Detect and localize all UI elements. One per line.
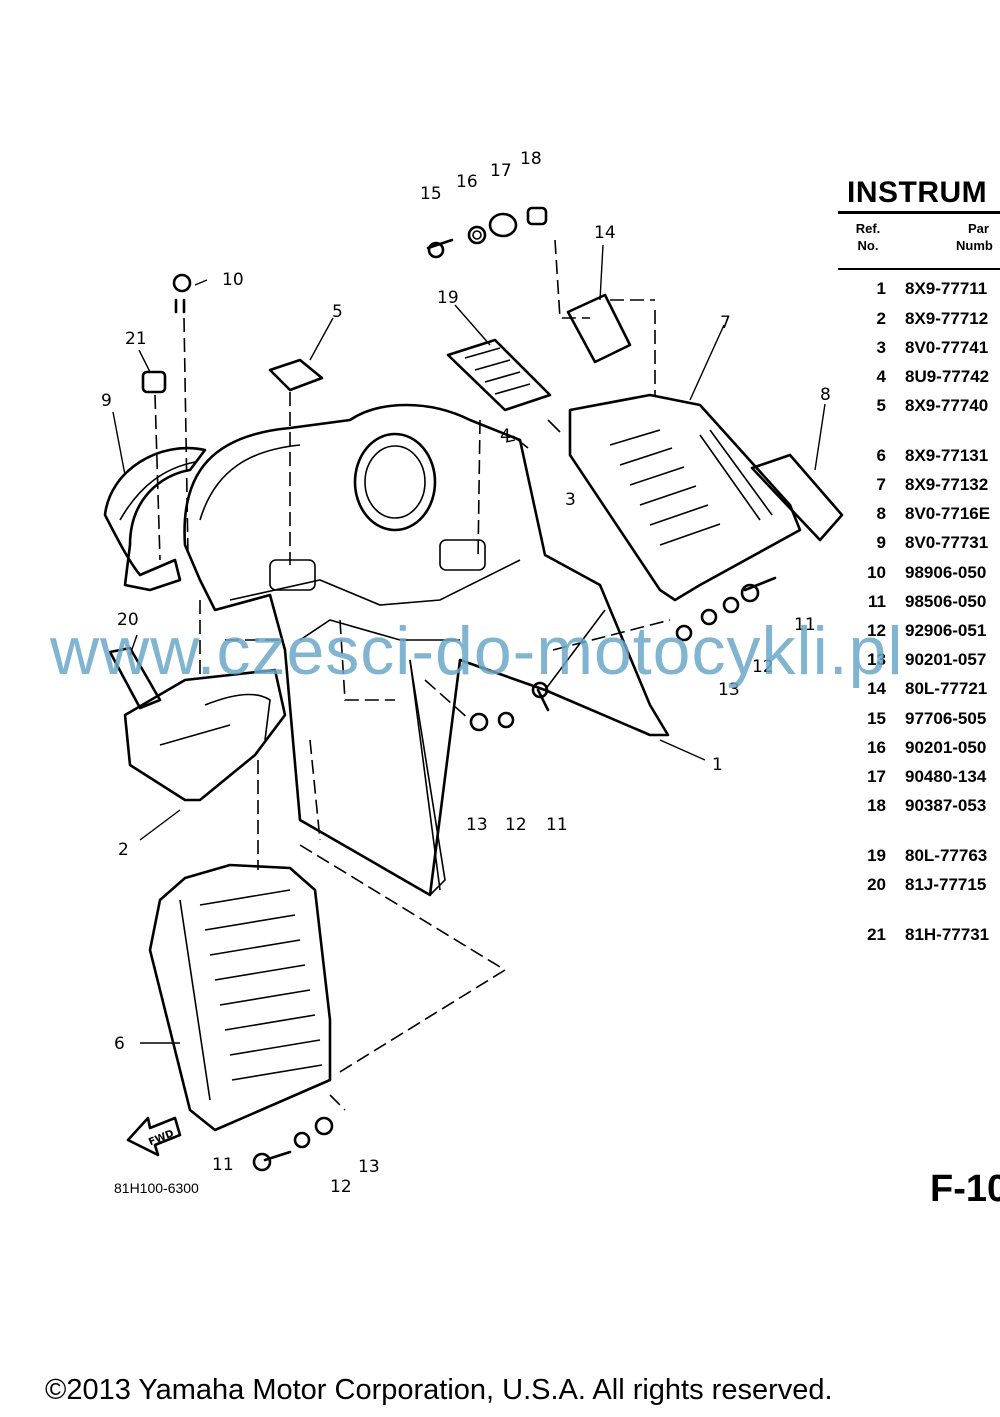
assembly-lines (154, 239, 671, 1111)
drawing-code: 81H100-6300 (114, 1180, 199, 1196)
callout-20: 20 (117, 610, 139, 630)
callout-13-upper: 13 (718, 680, 740, 700)
callout-14: 14 (594, 223, 616, 243)
callout-16: 16 (456, 172, 478, 192)
callout-12-upper: 12 (752, 657, 774, 677)
callout-8: 8 (820, 385, 831, 405)
fasteners (172, 206, 777, 1172)
callout-17: 17 (490, 161, 512, 181)
callout-15: 15 (420, 184, 442, 204)
bracket-part (123, 668, 287, 802)
forward-arrow-icon: FWD (126, 1116, 182, 1157)
callout-2: 2 (118, 840, 129, 860)
label-part (446, 338, 552, 412)
clip-part (108, 646, 162, 710)
callout-9: 9 (101, 391, 112, 411)
left-vent-panel (148, 863, 332, 1132)
page-code: F-10 (930, 1168, 1000, 1210)
callout-19: 19 (437, 288, 459, 308)
callout-10: 10 (222, 270, 244, 290)
cap-part (268, 358, 324, 392)
callout-5: 5 (332, 302, 343, 322)
callout-7: 7 (720, 313, 731, 333)
watermark: www.czesci-do-motocykli.pl (50, 613, 904, 689)
rear-cowl-part (103, 446, 207, 592)
grommet-part (141, 370, 167, 394)
leader-lines (112, 244, 826, 1044)
callout-13-middle: 13 (466, 815, 488, 835)
callout-1: 1 (712, 755, 723, 775)
callout-12-middle: 12 (505, 815, 527, 835)
callout-6: 6 (114, 1034, 125, 1054)
callout-4: 4 (500, 426, 511, 446)
main-cover-part (183, 403, 670, 897)
callout-21: 21 (125, 329, 147, 349)
callout-13-lower: 13 (358, 1157, 380, 1177)
callout-18: 18 (520, 149, 542, 169)
copyright: ©2013 Yamaha Motor Corporation, U.S.A. A… (45, 1374, 833, 1406)
upper-bracket-part (566, 293, 632, 364)
callout-11-lower: 11 (212, 1155, 234, 1175)
callout-11-upper: 11 (794, 615, 816, 635)
callout-11-middle: 11 (546, 815, 568, 835)
filter-pad-part (750, 453, 844, 542)
callout-12-lower: 12 (330, 1177, 352, 1197)
right-vent-panel (568, 393, 802, 602)
callout-3: 3 (565, 490, 576, 510)
fwd-label: FWD (147, 1128, 175, 1148)
